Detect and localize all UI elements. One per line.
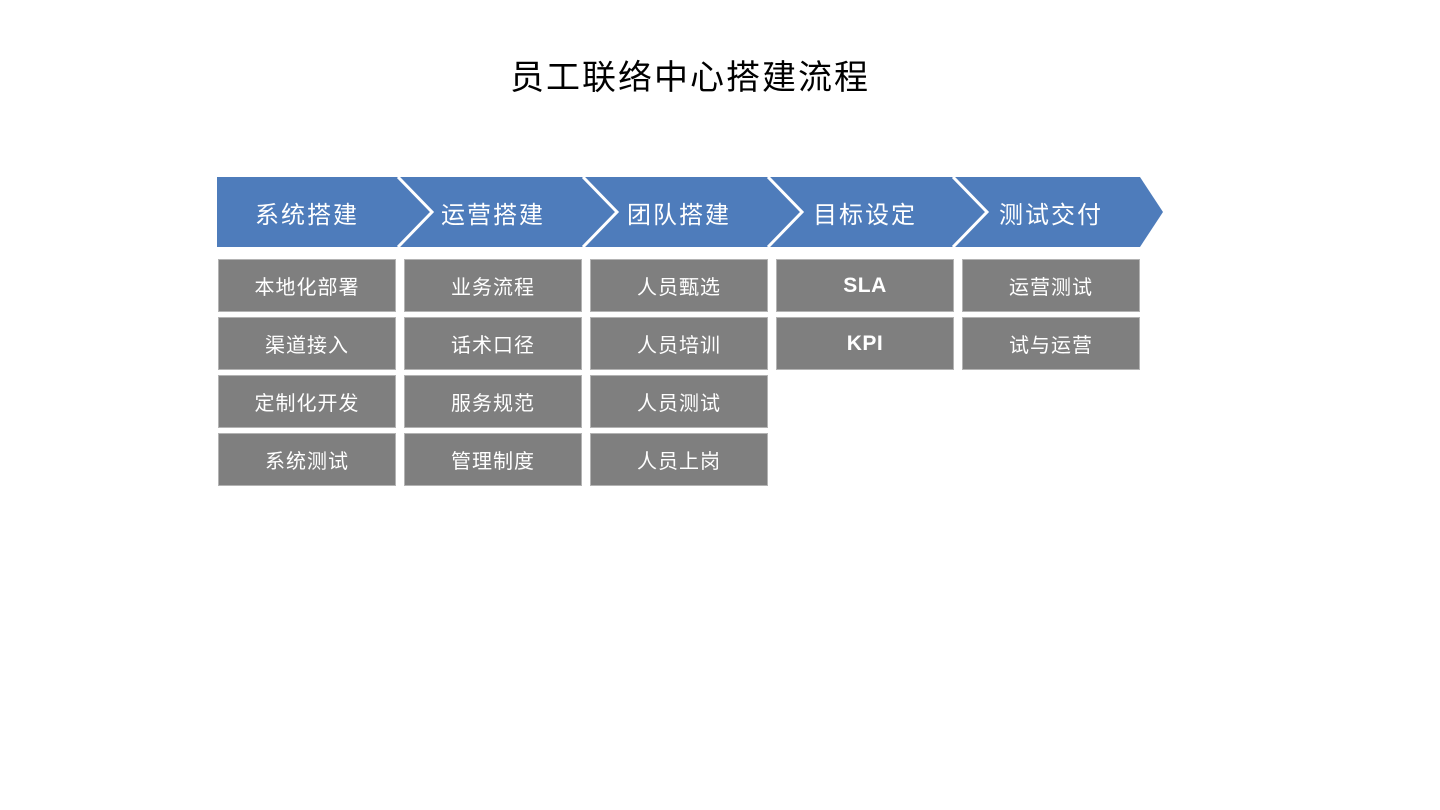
stage-column-goals: SLA KPI xyxy=(776,259,954,491)
process-step: 渠道接入 xyxy=(218,317,396,370)
arrow-body-shape xyxy=(217,177,1163,247)
process-arrow-band: 系统搭建 运营搭建 团队搭建 目标设定 测试交付 xyxy=(217,177,1163,247)
process-columns: 本地化部署 渠道接入 定制化开发 系统测试 业务流程 话术口径 服务规范 管理制… xyxy=(218,259,1140,491)
process-step: KPI xyxy=(776,317,954,370)
process-step: 本地化部署 xyxy=(218,259,396,312)
process-step: 业务流程 xyxy=(404,259,582,312)
process-step: 服务规范 xyxy=(404,375,582,428)
process-step: 运营测试 xyxy=(962,259,1140,312)
stage-column-operations: 业务流程 话术口径 服务规范 管理制度 xyxy=(404,259,582,491)
stage-label-delivery: 测试交付 xyxy=(999,202,1103,229)
process-step: 人员甄选 xyxy=(590,259,768,312)
process-step: 话术口径 xyxy=(404,317,582,370)
stage-label-goals: 目标设定 xyxy=(813,202,917,229)
process-step: SLA xyxy=(776,259,954,312)
process-step: 系统测试 xyxy=(218,433,396,486)
stage-labels-row: 系统搭建 运营搭建 团队搭建 目标设定 测试交付 xyxy=(217,177,1163,247)
stage-column-team: 人员甄选 人员培训 人员测试 人员上岗 xyxy=(590,259,768,491)
chevron-separator-icon xyxy=(766,177,805,247)
stage-label-team: 团队搭建 xyxy=(627,202,731,229)
stage-label-system: 系统搭建 xyxy=(255,202,359,229)
process-step: 人员培训 xyxy=(590,317,768,370)
stage-label-operations: 运营搭建 xyxy=(441,202,545,229)
arrow-band-shape xyxy=(217,177,1163,247)
process-step: 试与运营 xyxy=(962,317,1140,370)
chevron-separator-icon xyxy=(396,177,435,247)
chevron-separator-icon xyxy=(581,177,620,247)
process-step: 人员上岗 xyxy=(590,433,768,486)
process-step: 人员测试 xyxy=(590,375,768,428)
stage-column-delivery: 运营测试 试与运营 xyxy=(962,259,1140,491)
stage-column-system: 本地化部署 渠道接入 定制化开发 系统测试 xyxy=(218,259,396,491)
chevron-separator-icon xyxy=(951,177,990,247)
process-step: 定制化开发 xyxy=(218,375,396,428)
process-step: 管理制度 xyxy=(404,433,582,486)
page-title: 员工联络中心搭建流程 xyxy=(510,60,870,97)
